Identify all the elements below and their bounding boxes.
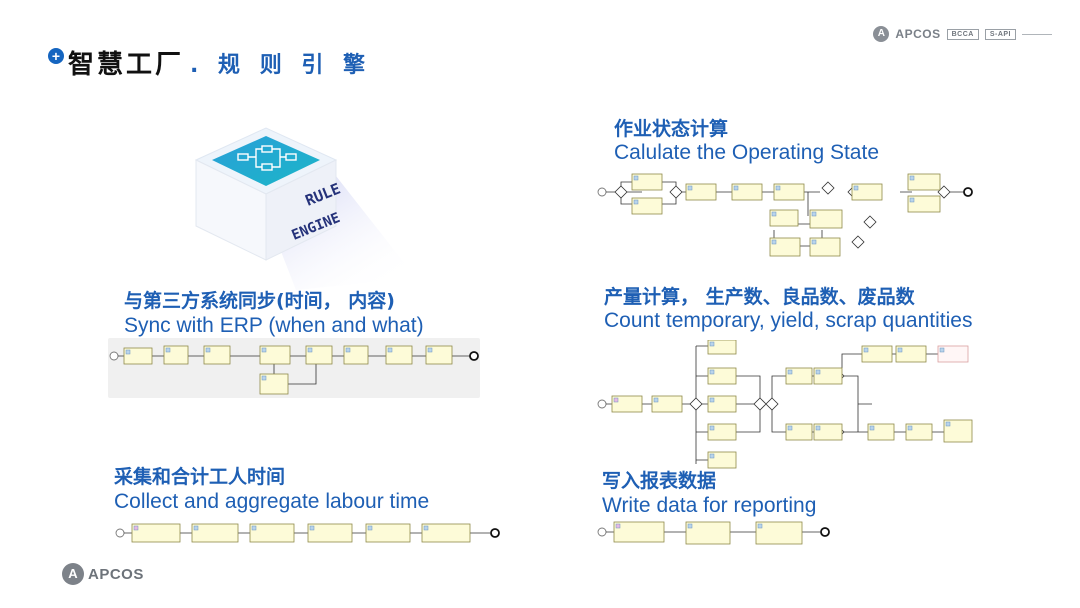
brand-name: APCOS [895,27,941,41]
header-divider [1022,33,1052,35]
labour-caption-cn: 采集和合计工人时间 [114,466,286,488]
partner-tag-right: S-API [984,28,1016,40]
erp-caption-en: Sync with ERP (when and what) [124,314,424,337]
plus-icon: + [48,47,64,64]
count-caption-en: Count temporary, yield, scrap quantities [604,309,973,332]
page-title: + 智慧工厂 . 规 则 引 擎 [48,44,371,81]
erp-flow-diagram [104,336,484,400]
erp-caption-cn: 与第三方系统同步(时间， 内容) [124,290,395,312]
footer-brand-name: APCOS [88,565,144,583]
reporting-caption-en: Write data for reporting [602,494,817,517]
labour-flow-diagram [110,518,506,548]
title-sub: . 规 则 引 擎 [190,52,372,78]
reporting-flow-diagram [596,518,836,548]
title-main: 智慧工厂 [68,50,185,80]
reporting-caption-cn: 写入报表数据 [602,470,717,492]
operating-flow-diagram [596,172,976,274]
operating-caption-en: Calulate the Operating State [614,141,880,164]
brand-header: A APCOS BCCA S-API [873,26,1052,42]
rule-engine-illustration: RULE ENGINE [176,108,416,295]
apcos-logo-icon: A [62,563,84,585]
count-caption-cn: 产量计算， 生产数、良品数、废品数 [604,286,915,308]
partner-tag-left: BCCA [946,28,979,40]
count-flow-diagram [596,340,1000,470]
brand-footer: A APCOS [62,563,144,585]
labour-caption-en: Collect and aggregate labour time [114,490,430,513]
apcos-logo-icon: A [873,26,890,42]
operating-caption-cn: 作业状态计算 [614,118,729,140]
